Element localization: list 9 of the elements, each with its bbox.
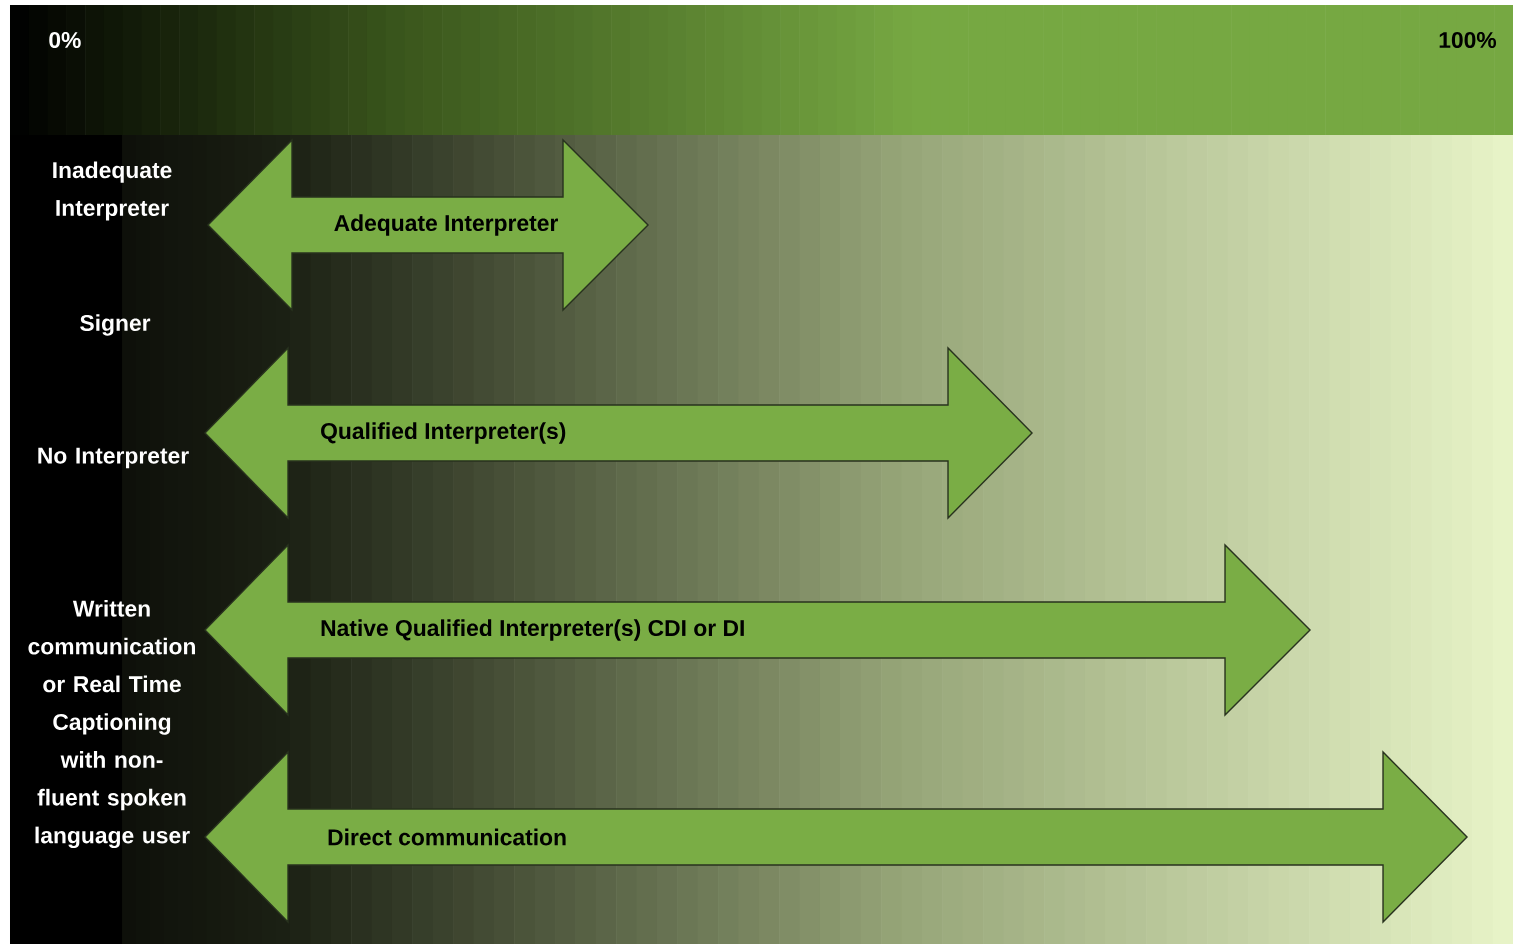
range-banner: Qualified Interpreter(s)	[204, 346, 1033, 520]
range-banner: Direct communication	[204, 750, 1468, 924]
label-text: 100%	[1439, 31, 1497, 49]
label-text: 0%	[49, 31, 81, 49]
range-banner: Native Qualified Interpreter(s) CDI or DI	[204, 543, 1311, 717]
label-text: Signer	[80, 314, 151, 336]
label-text: Written communication or Real Time Captioning with non-fluent spoken language user	[28, 599, 195, 849]
range-banner: Adequate Interpreter	[207, 138, 649, 312]
label-text: Inadequate Interpreter	[53, 161, 172, 221]
